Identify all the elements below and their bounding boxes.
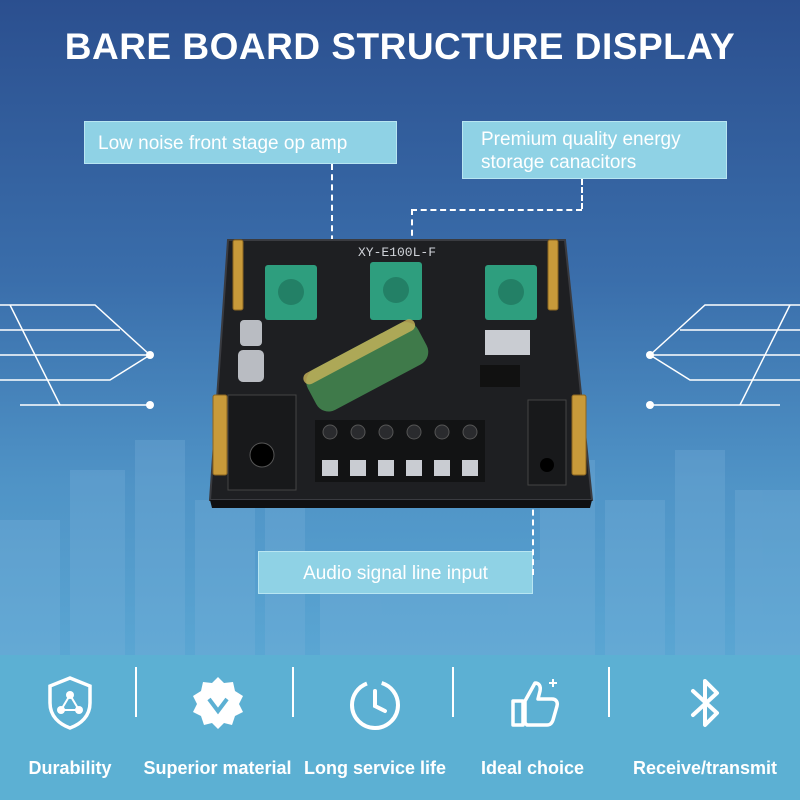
circuit-lines-left-decoration (0, 304, 154, 409)
feature-receive-transmit: Receive/transmit (610, 655, 800, 800)
leader-line-input (532, 470, 534, 575)
feature-superior-material: Superior material (140, 655, 295, 800)
feature-label: Ideal choice (480, 758, 585, 778)
feature-separator (135, 667, 137, 717)
clock-icon (350, 680, 400, 730)
feature-separator (452, 667, 454, 717)
feature-label: Receive/transmit (632, 758, 778, 778)
page-title: BARE BOARD STRUCTURE DISPLAY (64, 26, 736, 67)
feature-separator (292, 667, 294, 717)
bluetooth-icon (691, 679, 719, 727)
amplifier-board-photo: XY-E100L-F (208, 239, 594, 508)
callout-op-amp: Low noise front stage op amp (84, 121, 397, 164)
badge-check-icon (192, 677, 243, 729)
feature-separator (608, 667, 610, 717)
feature-label: Durability (28, 758, 112, 778)
callout-capacitors-line1: Premium quality energy (481, 129, 681, 150)
board-model-silkscreen: XY-E100L-F (358, 245, 436, 260)
callout-capacitors: Premium quality energy storage canacitor… (462, 121, 727, 179)
callout-capacitors-line2: storage canacitors (481, 152, 637, 173)
leader-line-capacitors-h (411, 209, 582, 211)
callout-line-input: Audio signal line input (258, 551, 533, 594)
callout-op-amp-label: Low noise front stage op amp (98, 133, 348, 154)
feature-band: Durability Superior material Long servic… (0, 655, 800, 800)
thumbs-up-icon (510, 679, 559, 727)
feature-long-service-life: Long service life (295, 655, 455, 800)
shield-icon (48, 676, 92, 730)
leader-line-capacitors-v1 (581, 179, 583, 209)
feature-label: Superior material (143, 758, 292, 778)
feature-ideal-choice: Ideal choice (455, 655, 610, 800)
circuit-lines-right-decoration (646, 304, 800, 409)
callout-line-input-label: Audio signal line input (303, 563, 488, 584)
feature-durability: Durability (0, 655, 140, 800)
feature-label: Long service life (303, 758, 447, 778)
